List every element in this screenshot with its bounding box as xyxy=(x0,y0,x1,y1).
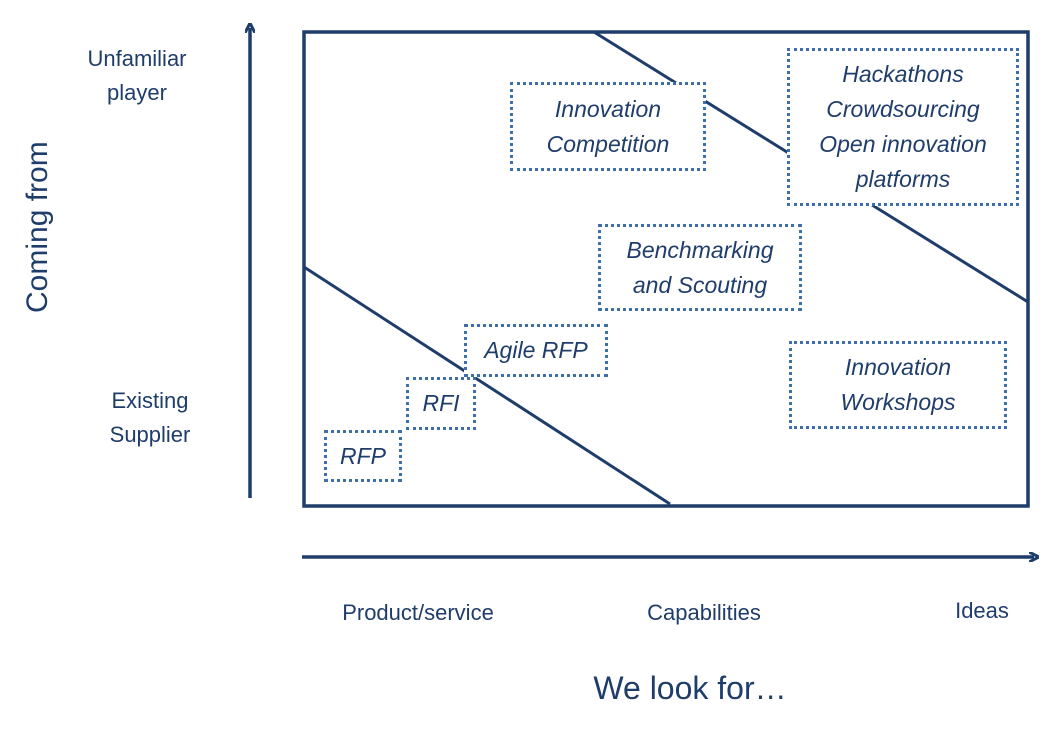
box-rfi-text: RFI xyxy=(422,390,460,416)
y-top-label: Unfamiliar player xyxy=(87,46,187,105)
x-label-ideas: Ideas xyxy=(955,598,1009,623)
y-bottom-label: Existing Supplier xyxy=(109,388,191,447)
matrix-frame xyxy=(302,30,1030,508)
box-rfp-text: RFP xyxy=(340,442,386,469)
box-innovation-competition: Innovation Competition xyxy=(510,82,706,171)
box-innovation-workshops: Innovation Workshops xyxy=(789,341,1007,429)
box-rfp: RFP xyxy=(324,430,402,482)
box-hackathons-text: Hackathons Crowdsourcing Open innovation… xyxy=(819,61,987,192)
box-innovation-workshops-text: Innovation Workshops xyxy=(840,354,956,415)
box-agile-rfp-text: Agile RFP xyxy=(484,337,588,363)
box-agile-rfp: Agile RFP xyxy=(464,324,608,377)
y-axis-title: Coming from xyxy=(21,141,54,313)
box-benchmarking-scouting-text: Benchmarking and Scouting xyxy=(626,236,774,298)
lower-diagonal-line xyxy=(303,265,671,506)
x-axis-title: We look for… xyxy=(593,670,787,706)
box-innovation-competition-text: Innovation Competition xyxy=(546,95,670,157)
box-rfi: RFI xyxy=(406,377,476,430)
box-benchmarking-scouting: Benchmarking and Scouting xyxy=(598,224,802,311)
box-hackathons: Hackathons Crowdsourcing Open innovation… xyxy=(787,48,1019,206)
x-label-product-service: Product/service xyxy=(342,600,494,625)
x-label-capabilities: Capabilities xyxy=(647,600,761,625)
